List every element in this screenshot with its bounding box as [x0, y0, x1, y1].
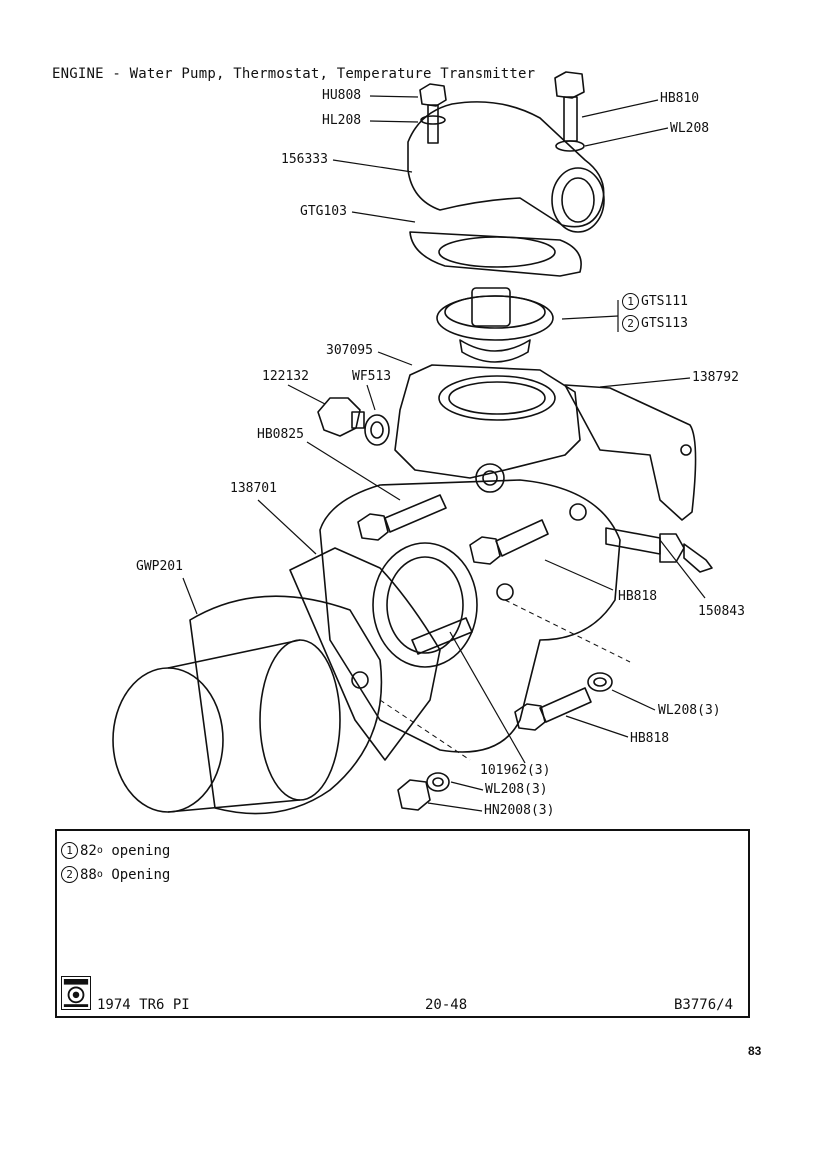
- label-wl208-3-low: WL208(3): [485, 782, 548, 797]
- label-hu808: HU808: [322, 88, 362, 103]
- footer-page-ref: 20-48: [425, 997, 468, 1013]
- label-gts111: GTS111: [641, 294, 688, 309]
- stud-101962: [411, 617, 473, 655]
- pump-body: [319, 479, 621, 753]
- label-hb810: HB810: [660, 91, 700, 106]
- washer-wl208-low: [426, 772, 450, 792]
- label-gts113: GTS113: [641, 316, 688, 331]
- bolt-hb818-low: [514, 687, 592, 731]
- label-101962: 101962(3): [480, 763, 551, 778]
- label-307095: 307095: [326, 343, 373, 358]
- degree-mark: o: [96, 869, 103, 880]
- label-hb818-mid: HB818: [618, 589, 658, 604]
- label-150843: 150843: [698, 604, 745, 619]
- washer-wl208-right: [587, 672, 613, 692]
- note-2-text: Opening: [111, 866, 171, 883]
- thermostat-housing: [394, 364, 581, 493]
- label-138792: 138792: [692, 370, 739, 385]
- label-122132: 122132: [262, 369, 309, 384]
- label-wl208-top: WL208: [670, 121, 710, 136]
- circle-number: 1: [622, 293, 639, 310]
- circle-number: 2: [622, 315, 639, 332]
- washer-wf513: [364, 414, 390, 446]
- plug-122132: [317, 397, 365, 437]
- bracket-138792: [564, 384, 697, 521]
- page-number: 83: [748, 1044, 762, 1058]
- thermostat: [436, 287, 554, 363]
- note-2-value: 88: [80, 866, 97, 883]
- note-1-value: 82: [80, 842, 97, 859]
- label-138701: 138701: [230, 481, 277, 496]
- outlet-elbow: [407, 101, 605, 233]
- label-hn2008: HN2008(3): [484, 803, 555, 818]
- label-wl208-3-right: WL208(3): [658, 703, 721, 718]
- bolt-hb810: [554, 71, 585, 152]
- label-gts113-row: 2 GTS113: [622, 315, 688, 332]
- label-wf513: WF513: [352, 369, 392, 384]
- leader-lines: [182, 95, 706, 812]
- water-pump: [112, 595, 383, 815]
- label-gwp201: GWP201: [136, 559, 183, 574]
- label-gts111-row: 1 GTS111: [622, 293, 688, 310]
- label-hb818-low: HB818: [630, 731, 670, 746]
- bolt-hb0825: [357, 494, 447, 541]
- pump-gasket: [289, 547, 441, 761]
- alignment-lines: [379, 599, 631, 761]
- nut-hn2008: [397, 779, 431, 811]
- note-1-text: opening: [111, 842, 171, 859]
- manufacturer-logo: [61, 976, 91, 1010]
- temperature-sender: [605, 527, 713, 573]
- circle-number: 1: [61, 842, 78, 859]
- label-gtg103: GTG103: [300, 204, 347, 219]
- circle-number: 2: [61, 866, 78, 883]
- footer-plate: B3776/4: [674, 997, 734, 1013]
- page-title: ENGINE - Water Pump, Thermostat, Tempera…: [52, 66, 536, 82]
- label-156333: 156333: [281, 152, 328, 167]
- footer-model: 1974 TR6 PI: [97, 997, 190, 1013]
- degree-mark: o: [96, 845, 103, 856]
- label-hl208: HL208: [322, 113, 362, 128]
- gasket-gtg103: [409, 231, 582, 277]
- bolt-hu808: [419, 83, 447, 144]
- bolt-hb818-mid: [469, 519, 549, 565]
- label-hb0825: HB0825: [257, 427, 304, 442]
